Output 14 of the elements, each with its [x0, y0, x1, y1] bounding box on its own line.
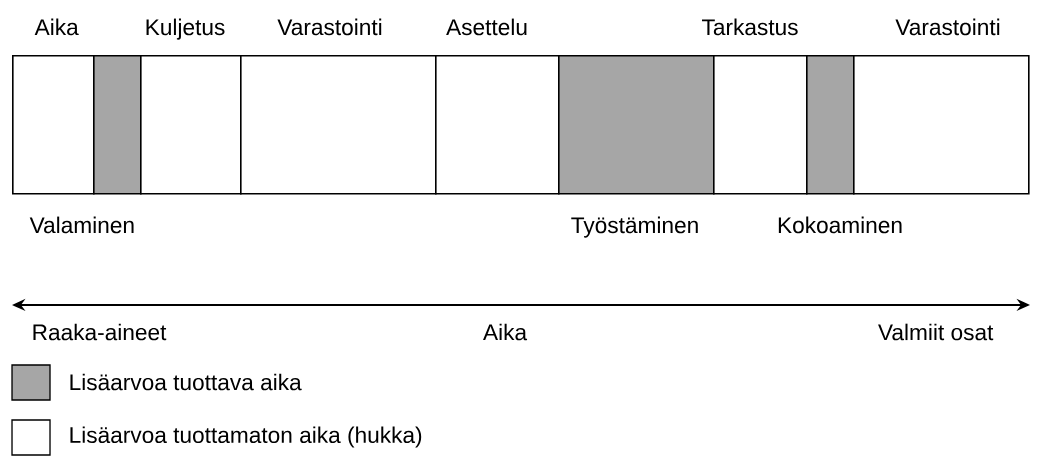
axis-label: Valmiit osat: [878, 323, 994, 341]
axis-label: Raaka-aineet: [33, 323, 167, 341]
segment-label: Asettelu: [446, 18, 527, 36]
segment-label: Työstäminen: [571, 216, 698, 238]
segment-label: Tarkastus: [702, 18, 798, 36]
segment-label: Kuljetus: [146, 18, 225, 40]
segment-label: Varastointi: [277, 18, 382, 36]
axis-label: Aika: [483, 323, 528, 341]
segment-label: Aika: [34, 18, 79, 36]
legend-text: Lisäarvoa tuottava aika: [70, 373, 302, 391]
legend-text: Lisäarvoa tuottamaton aika (hukka): [70, 426, 422, 448]
segment-label: Valaminen: [29, 216, 134, 234]
segment-label: Varastointi: [895, 18, 1000, 36]
segment-label: Kokoaminen: [778, 216, 902, 234]
